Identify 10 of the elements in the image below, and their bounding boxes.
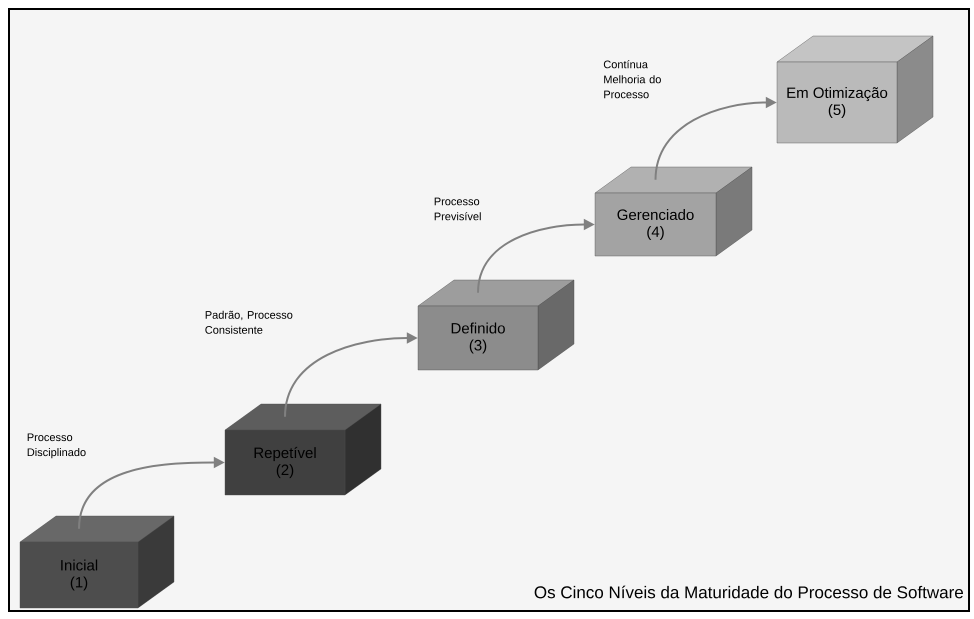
edge-label: Padrão, Processo Consistente (205, 310, 292, 334)
cube-box: Em Otimização (5) (776, 36, 934, 144)
caption: Os Cinco Níveis da Maturidade do Processo de Software (534, 586, 963, 598)
cube-box: Definido (3) (418, 280, 574, 370)
edge-label: Contínua Melhoria do Processo (604, 60, 661, 98)
cube-box: Inicial (1) (20, 516, 174, 608)
edge-label: Processo Previsível (434, 198, 481, 220)
cube-box: Gerenciado (4) (594, 166, 752, 256)
cube-box: Repetível (2) (224, 404, 382, 496)
edge-label: Processo Disciplinado (28, 433, 86, 458)
